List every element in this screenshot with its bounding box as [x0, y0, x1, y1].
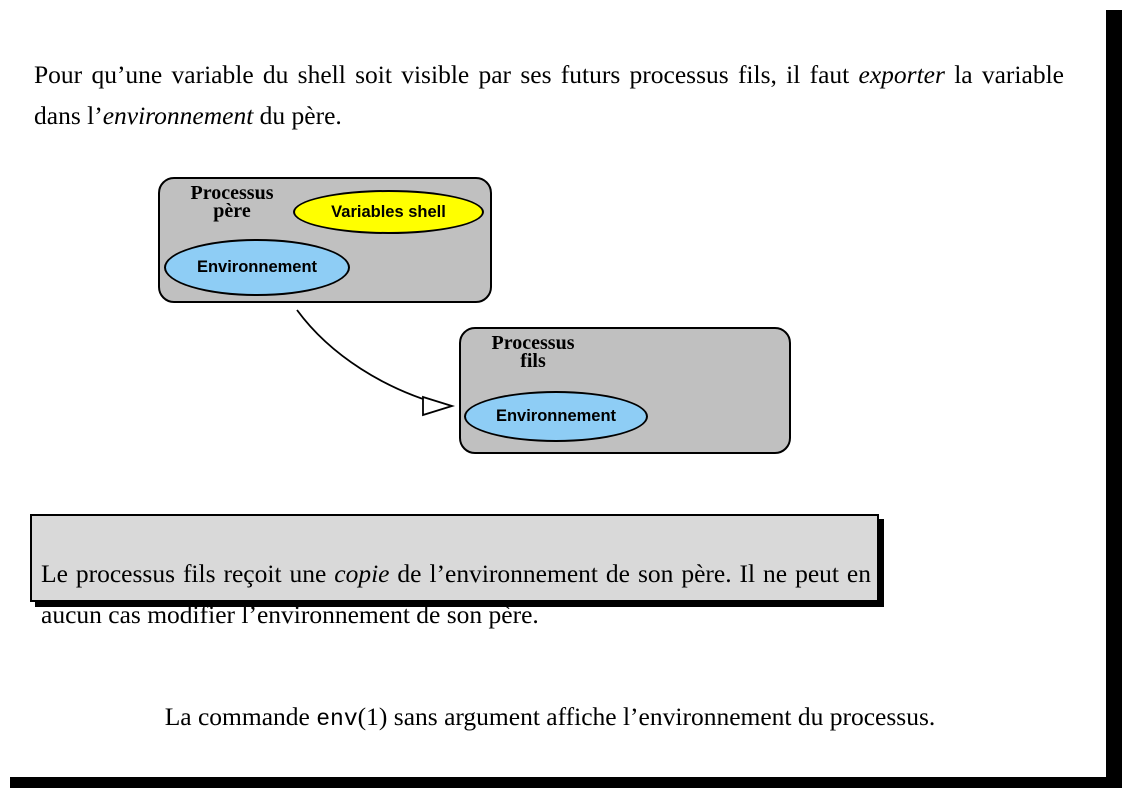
parent-environment-ellipse: Environnement	[164, 239, 350, 296]
parent-process-box	[158, 177, 492, 303]
env-command-name: env	[316, 705, 358, 732]
child-environment-label: Environnement	[495, 407, 617, 425]
page-shadow-bottom	[10, 777, 1122, 788]
intro-text-part2: la variable dans l’	[34, 59, 1064, 130]
parent-process-label-line1: Processus	[190, 182, 274, 204]
child-process-label-line2: fils	[520, 350, 546, 372]
intro-text-part1: Pour qu’une variable du shell soit visib…	[34, 59, 859, 89]
parent-process-label: Processus père	[176, 182, 288, 222]
shell-variables-label: Variables shell	[331, 202, 446, 221]
note-text-part1: Le processus fils reçoit une	[41, 558, 335, 588]
note-text-part2: de l’environnement de son père. Il ne pe…	[41, 558, 871, 629]
note-box	[30, 514, 879, 602]
footer-text-part2: (1) sans argument affiche l’environnemen…	[357, 701, 936, 731]
intro-emphasis-environnement: environnement	[102, 100, 254, 130]
child-environment-ellipse: Environnement	[464, 391, 648, 442]
child-process-label-line1: Processus	[491, 332, 575, 354]
shell-variables-ellipse: Variables shell	[293, 190, 484, 234]
page-shadow-right	[1106, 10, 1122, 788]
note-text: Le processus fils reçoit une copie de l’…	[41, 553, 871, 635]
child-process-label: Processus fils	[477, 332, 589, 372]
footer-line: La commande env(1) sans argument affiche…	[0, 700, 1100, 736]
intro-emphasis-exporter: exporter	[858, 59, 945, 89]
child-process-box	[459, 327, 791, 454]
intro-paragraph: Pour qu’une variable du shell soit visib…	[34, 54, 1064, 136]
note-emphasis-copie: copie	[334, 558, 390, 588]
parent-environment-label: Environnement	[196, 258, 318, 276]
footer-text-part1: La commande	[164, 701, 317, 731]
intro-text-part3: du père.	[253, 100, 342, 130]
parent-process-label-line2: père	[213, 200, 251, 222]
